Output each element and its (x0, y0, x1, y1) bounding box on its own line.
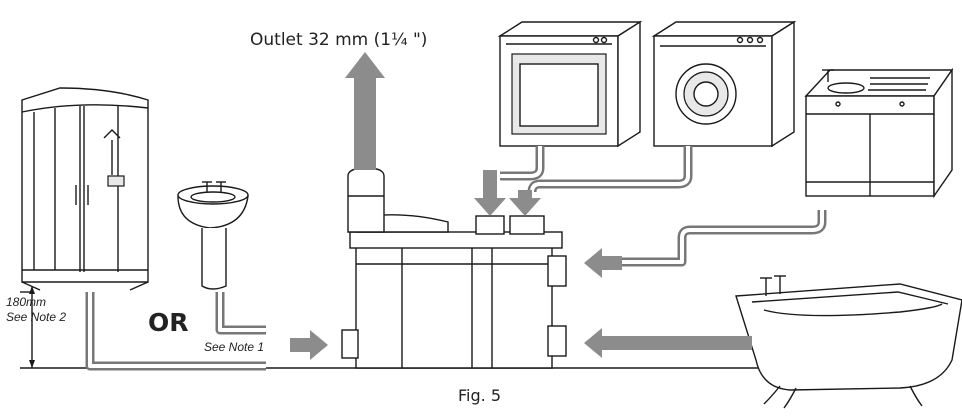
inlet-arrow-floor-icon (290, 330, 328, 360)
inlet-arrow-washer-icon (509, 190, 541, 216)
inlet-arrow-oven-icon (474, 170, 506, 216)
sink-unit (804, 67, 954, 199)
shower-enclosure (21, 87, 149, 291)
dimension-arrow-down-icon (29, 360, 35, 368)
outlet-label: Outlet 32 mm (1¼ ") (250, 30, 428, 50)
macerator-pump-unit (341, 167, 567, 369)
washing-machine (651, 20, 797, 148)
inlet-arrow-sink-icon (584, 248, 622, 278)
height-value: 180mm (6, 295, 47, 309)
height-note-label: 180mm See Note 2 (6, 295, 66, 325)
dimension-arrow-up-icon (29, 286, 35, 294)
note1-label: See Note 1 (204, 340, 265, 354)
or-label: OR (148, 308, 189, 337)
washbasin (177, 181, 249, 290)
inlet-arrow-bath-icon (584, 328, 752, 358)
drain-pipes (85, 292, 266, 371)
height-note: See Note 2 (6, 310, 67, 324)
figure-caption: Fig. 5 (458, 386, 501, 405)
bathtub (735, 275, 962, 409)
outlet-arrow-up-icon (345, 52, 385, 170)
oven (497, 20, 643, 148)
